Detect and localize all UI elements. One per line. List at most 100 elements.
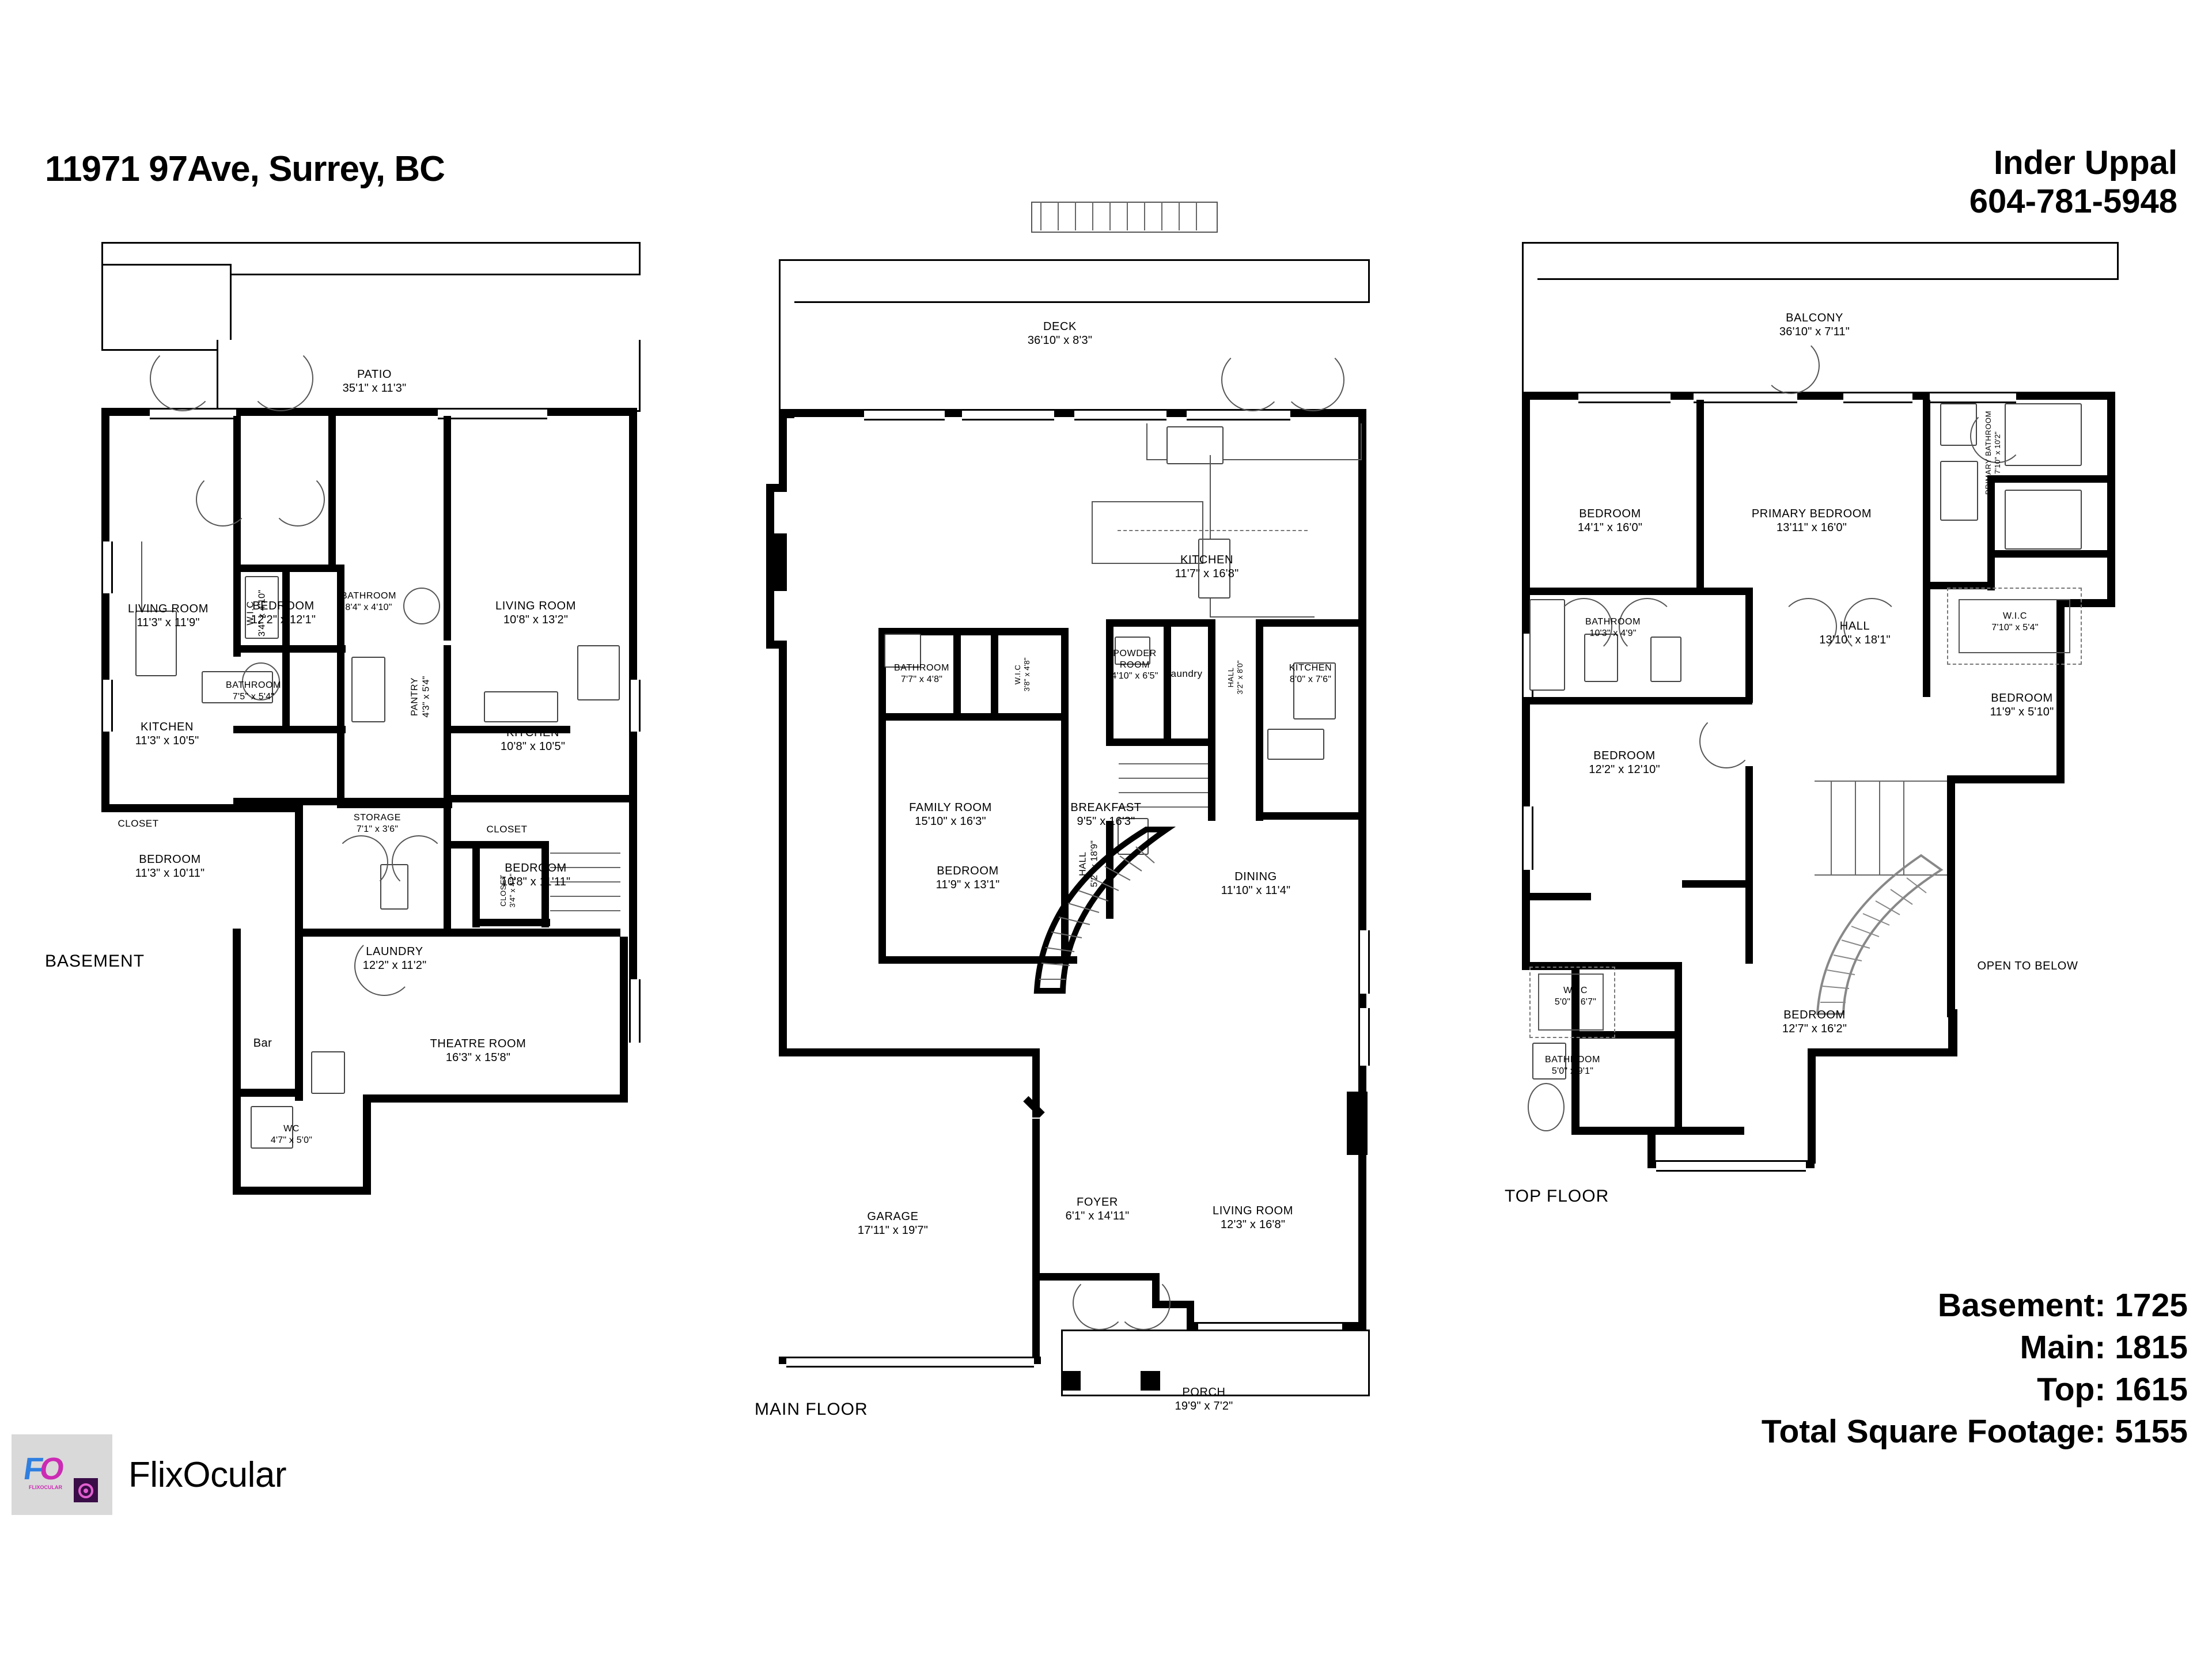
wall — [766, 484, 774, 541]
agent-contact-block: Inder Uppal 604-781-5948 — [1969, 144, 2177, 221]
stair-tread — [550, 896, 620, 897]
room-porch: PORCH 19'9" x 7'2" — [1175, 1386, 1233, 1413]
wall — [233, 929, 241, 1096]
vanity-fixture — [1532, 1043, 1566, 1080]
deck-outline — [779, 259, 1370, 303]
wall — [1947, 775, 1955, 1017]
room-hall-top: HALL 13'10" x 18'1" — [1819, 620, 1891, 647]
window — [1074, 409, 1166, 421]
vanity-fixture — [1115, 637, 1150, 665]
floor-label-top: TOP FLOOR — [1505, 1187, 1609, 1206]
room-family-room: FAMILY ROOM 15'10" x 16'3" — [909, 801, 992, 828]
railing-bar — [1109, 202, 1111, 230]
wall — [1256, 812, 1359, 820]
wall — [444, 726, 451, 801]
wall — [779, 1048, 1032, 1056]
wall — [295, 937, 303, 1101]
door-arc — [1970, 409, 2024, 463]
wall — [295, 929, 448, 937]
wall — [1675, 962, 1682, 1129]
wall — [1358, 409, 1366, 927]
wall — [233, 570, 241, 657]
square-footage-summary: Basement: 1725 Main: 1815 Top: 1615 Tota… — [1762, 1285, 2188, 1453]
railing-bar — [1075, 202, 1076, 230]
porch-column — [1061, 1371, 1081, 1391]
wall — [1808, 1048, 1816, 1164]
wall — [1923, 582, 1930, 697]
wall — [2056, 599, 2065, 783]
wall — [1987, 475, 2114, 483]
closet-shelf — [1959, 599, 2070, 653]
room-wic-main: W.I.C 3'8" x 4'8" — [1013, 657, 1031, 692]
room-bathroom-main: BATHROOM 7'7" x 4'8" — [893, 663, 950, 684]
wall — [101, 804, 303, 812]
wall — [444, 798, 451, 930]
wall — [233, 1187, 371, 1195]
wall — [991, 628, 998, 720]
porch-outline — [1061, 1330, 1370, 1396]
wall — [2056, 599, 2115, 607]
stair-tread — [550, 881, 620, 882]
window — [1522, 806, 1533, 870]
wall — [878, 628, 1069, 635]
floor-label-basement: BASEMENT — [45, 952, 145, 971]
counter — [1146, 423, 1362, 460]
floorplan-basement: PATIO 35'1" x 11'3" — [45, 242, 691, 1256]
wall — [1923, 400, 1930, 590]
counter — [115, 541, 142, 611]
room-theatre: THEATRE ROOM 16'3" x 15'8" — [430, 1037, 527, 1065]
room-kitchen-1: KITCHEN 11'3" x 10'5" — [135, 721, 199, 748]
door-arc — [1843, 598, 1900, 655]
room-living-room-2: LIVING ROOM 10'8" x 13'2" — [495, 600, 576, 627]
patio-outline-left — [101, 264, 232, 351]
svg-text:O: O — [37, 1452, 66, 1486]
wall — [1923, 582, 1989, 589]
floor-label-main: MAIN FLOOR — [755, 1400, 868, 1419]
railing-bar — [1196, 202, 1197, 230]
room-bedroom-top-1: BEDROOM 14'1" x 16'0" — [1577, 507, 1643, 535]
curved-stairs-top — [1816, 854, 1944, 1015]
stair-tread — [1815, 874, 1947, 876]
wall — [878, 720, 886, 962]
window — [962, 409, 1054, 421]
wall — [337, 565, 344, 801]
sink-fixture — [242, 662, 280, 700]
counter — [1210, 455, 1315, 618]
flixocular-logo-icon: F O FLIXOCULAR — [12, 1434, 112, 1515]
closet-shelf — [1538, 974, 1604, 1031]
door-arc — [1619, 598, 1676, 655]
door-arc — [1699, 714, 1753, 768]
room-bedroom-top-3: BEDROOM 12'2" x 12'10" — [1589, 749, 1660, 777]
door-arc — [1116, 1276, 1171, 1330]
agent-phone: 604-781-5948 — [1969, 182, 2177, 220]
wall — [1061, 628, 1069, 720]
wall — [1522, 697, 1752, 704]
fireplace — [1347, 1092, 1368, 1155]
vanity-fixture — [884, 634, 921, 668]
wall — [1647, 1127, 1656, 1167]
wall — [2107, 392, 2115, 599]
room-living-room-main: LIVING ROOM 12'3" x 16'8" — [1213, 1205, 1293, 1232]
vanity-fixture — [1940, 461, 1978, 521]
range-fixture — [1267, 729, 1324, 760]
window — [1694, 392, 1797, 403]
door-arc — [150, 346, 215, 411]
wall — [282, 565, 290, 651]
wall — [363, 1094, 371, 1192]
wall — [233, 1089, 241, 1192]
stair-tread — [1119, 792, 1208, 793]
wall — [779, 409, 787, 484]
wall — [282, 645, 290, 732]
wall — [878, 956, 1077, 964]
floorplan-top: BALCONY 36'10" x 7'11" — [1505, 230, 2189, 1325]
bathtub-fixture — [351, 657, 385, 722]
wall — [1256, 619, 1263, 821]
room-bedroom-1: BEDROOM 12'2" x 12'1" — [251, 600, 316, 627]
room-wc: WC 4'7" x 5'0" — [270, 1124, 313, 1145]
room-storage: STORAGE 7'1" x 3'6" — [353, 813, 402, 834]
wall — [766, 591, 774, 649]
wall — [451, 841, 549, 849]
room-bathroom-1: BATHROOM 8'4" x 4'10" — [340, 591, 397, 612]
room-spice-kitchen: KITCHEN 8'0" x 7'6" — [1289, 663, 1332, 684]
wall — [1522, 962, 1580, 970]
